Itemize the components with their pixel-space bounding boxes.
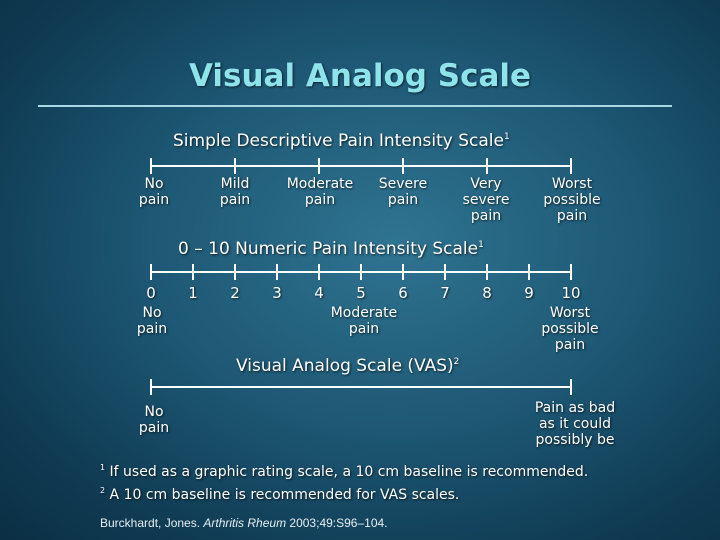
- descriptive-label-mild-pain: Mild pain: [220, 176, 250, 208]
- label-line: pain: [470, 208, 502, 224]
- descriptive-label-severe-pain: Severe pain: [379, 176, 427, 208]
- numeric-number: 8: [482, 284, 492, 302]
- footnote-sup: 2: [100, 486, 106, 495]
- numeric-heading-sup: 1: [478, 240, 484, 250]
- descriptive-tick: [402, 158, 404, 174]
- footnote-text: If used as a graphic rating scale, a 10 …: [109, 464, 589, 480]
- label-line: Mild: [220, 176, 250, 192]
- numeric-number: 2: [230, 284, 240, 302]
- numeric-scale-heading: 0 – 10 Numeric Pain Intensity Scale1: [178, 239, 484, 259]
- vas-heading-text: Visual Analog Scale (VAS): [236, 356, 454, 376]
- label-line: severe: [462, 192, 510, 208]
- descriptive-tick: [150, 158, 152, 174]
- citation-journal: Arthritis Rheum: [203, 516, 287, 530]
- label-line: pain: [387, 192, 419, 208]
- numeric-tick: [360, 264, 362, 280]
- label-line: pain: [348, 321, 380, 337]
- numeric-tick: [528, 264, 530, 280]
- citation-authors: Burckhardt, Jones.: [100, 516, 204, 530]
- descriptive-tick: [318, 158, 320, 174]
- descriptive-heading-sup: 1: [503, 132, 510, 142]
- label-line: No: [144, 404, 164, 420]
- label-line: possible: [543, 192, 601, 208]
- label-line: Worst: [549, 305, 591, 321]
- numeric-tick: [192, 264, 194, 280]
- numeric-number: 4: [314, 284, 324, 302]
- label-line: pain: [556, 208, 588, 224]
- label-line: pain: [136, 321, 168, 337]
- vas-label-no-pain: No pain: [139, 404, 169, 436]
- descriptive-tick: [570, 158, 572, 174]
- numeric-number: 0: [146, 284, 156, 302]
- label-line: Severe: [378, 176, 428, 192]
- descriptive-tick: [234, 158, 236, 174]
- numeric-tick: [486, 264, 488, 280]
- label-line: Moderate: [330, 305, 398, 321]
- numeric-tick: [276, 264, 278, 280]
- descriptive-scale-line: [151, 165, 572, 167]
- numeric-heading-text: 0 – 10 Numeric Pain Intensity Scale: [178, 239, 479, 259]
- numeric-tick: [444, 264, 446, 280]
- footnote-1: 1 If used as a graphic rating scale, a 1…: [100, 463, 588, 480]
- footnote-text: A 10 cm baseline is recommended for VAS …: [109, 487, 460, 503]
- numeric-tick: [150, 264, 152, 280]
- vas-heading: Visual Analog Scale (VAS)2: [236, 356, 459, 376]
- numeric-label-moderate-pain: Moderate pain: [331, 305, 398, 337]
- label-line: pain: [219, 192, 251, 208]
- vas-heading-sup: 2: [453, 357, 460, 367]
- descriptive-label-no-pain: No pain: [139, 176, 169, 208]
- vas-scale-line: [151, 386, 572, 388]
- label-line: Moderate: [286, 176, 354, 192]
- label-line: Pain as bad: [534, 400, 616, 416]
- footnote-2: 2 A 10 cm baseline is recommended for VA…: [100, 486, 459, 503]
- descriptive-label-moderate-pain: Moderate pain: [287, 176, 354, 208]
- label-line: pain: [138, 420, 170, 436]
- numeric-number: 6: [398, 284, 408, 302]
- numeric-number: 9: [524, 284, 534, 302]
- numeric-number: 3: [272, 284, 282, 302]
- label-line: as it could: [538, 416, 612, 432]
- label-line: Worst: [551, 176, 593, 192]
- numeric-number: 7: [440, 284, 450, 302]
- label-line: pain: [554, 337, 586, 353]
- numeric-tick: [234, 264, 236, 280]
- descriptive-heading-text: Simple Descriptive Pain Intensity Scale: [173, 131, 504, 151]
- label-line: Very: [470, 176, 502, 192]
- label-line: No: [142, 305, 162, 321]
- descriptive-label-very-severe-pain: Very severe pain: [463, 176, 510, 224]
- vas-tick-left: [150, 379, 152, 395]
- numeric-number: 5: [356, 284, 366, 302]
- label-line: pain: [138, 192, 170, 208]
- vas-tick-right: [570, 379, 572, 395]
- numeric-number: 1: [188, 284, 198, 302]
- numeric-number: 10: [561, 284, 581, 302]
- numeric-label-worst-possible-pain: Worst possible pain: [541, 305, 598, 353]
- label-line: pain: [304, 192, 336, 208]
- label-line: No: [144, 176, 164, 192]
- vas-label-pain-as-bad: Pain as bad as it could possibly be: [535, 400, 615, 448]
- label-line: possibly be: [535, 432, 615, 448]
- footnote-sup: 1: [100, 463, 106, 472]
- page-title: Visual Analog Scale: [188, 58, 532, 94]
- numeric-tick: [402, 264, 404, 280]
- citation: Burckhardt, Jones. Arthritis Rheum 2003;…: [100, 516, 388, 530]
- descriptive-tick: [486, 158, 488, 174]
- citation-details: 2003;49:S96–104.: [286, 516, 388, 530]
- label-line: possible: [541, 321, 599, 337]
- descriptive-scale-heading: Simple Descriptive Pain Intensity Scale1: [173, 131, 510, 151]
- title-underline: [38, 105, 672, 107]
- descriptive-label-worst-possible-pain: Worst possible pain: [543, 176, 600, 224]
- numeric-tick: [570, 264, 572, 280]
- numeric-label-no-pain: No pain: [137, 305, 167, 337]
- numeric-tick: [318, 264, 320, 280]
